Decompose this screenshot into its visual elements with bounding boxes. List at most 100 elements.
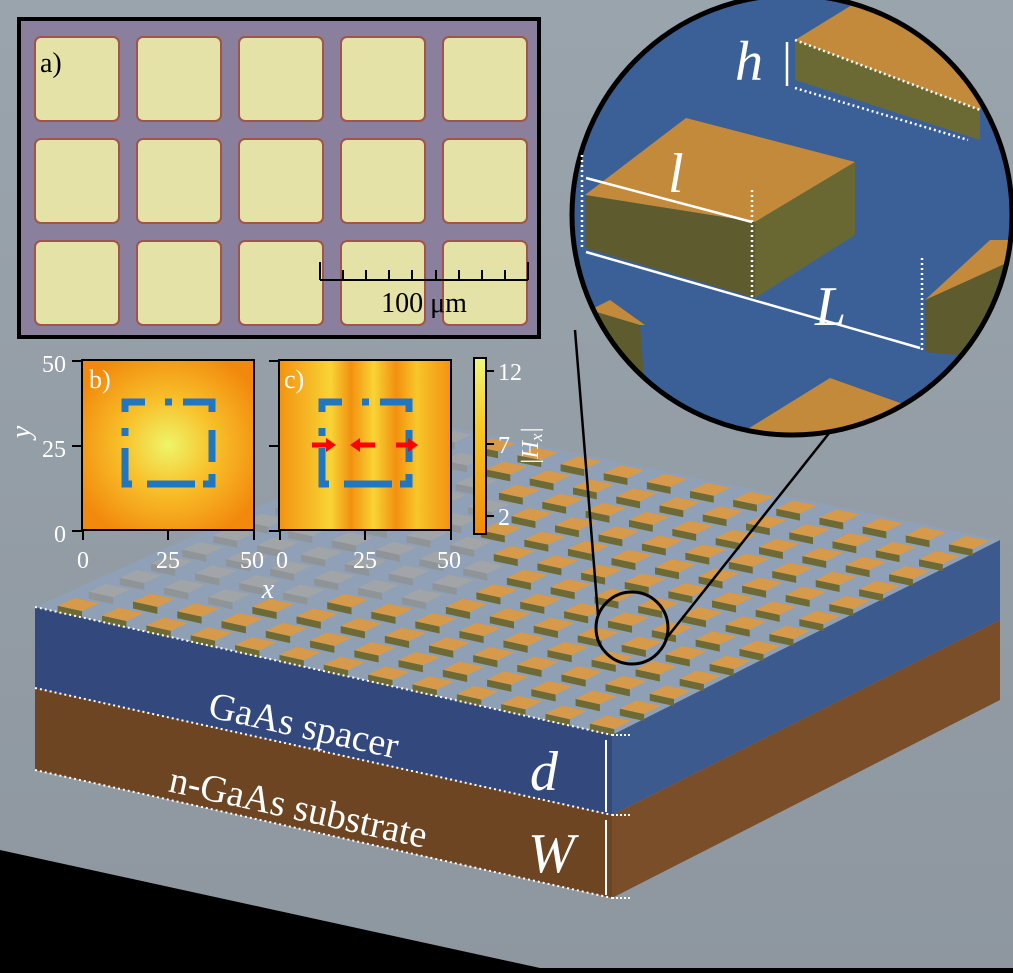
gold-patch-side [310, 640, 335, 653]
gold-patch [589, 715, 631, 730]
gold-patch-side [384, 635, 410, 649]
gold-patch [560, 456, 602, 470]
gold-patch-side [668, 591, 693, 604]
gold-patch-side [598, 534, 623, 547]
gold-patch [533, 617, 575, 632]
gold-patch [506, 569, 548, 583]
x-axis-label: x [261, 574, 275, 605]
gold-patch-side [560, 464, 585, 477]
connector-line [573, 329, 600, 616]
gold-patch-side [428, 645, 454, 658]
gold-patch [296, 608, 338, 622]
gold-patch [742, 577, 783, 591]
gold-patch-side [406, 535, 431, 548]
gold-patch [442, 661, 484, 676]
gold-patch [327, 594, 369, 608]
panel-b-label: b) [89, 365, 111, 394]
gold-patch [384, 627, 426, 642]
substrate-front-face [35, 688, 612, 898]
gold-patch-side [862, 526, 887, 539]
gold-patch [859, 580, 900, 595]
panel-a-micrograph: a) 100 μm [17, 17, 541, 339]
gold-patch [182, 541, 224, 555]
gold-patch [679, 670, 721, 685]
gold-patch-side [651, 630, 676, 643]
gold-patch-side [388, 573, 413, 586]
gold-patch [665, 646, 707, 660]
gold-patch-side [279, 654, 304, 668]
gold-patch-side [819, 517, 844, 530]
gold-patch-side [728, 561, 753, 574]
gold-patch-side [550, 587, 575, 600]
gold-patch-side [581, 572, 606, 585]
gold-patch-side [905, 535, 930, 548]
gold-patch-side [533, 625, 558, 639]
gold-patch [545, 705, 587, 720]
gold-patch [177, 603, 219, 617]
gold-patch-side [659, 505, 684, 518]
gold-patch-side [725, 624, 750, 637]
gold-patch-side [679, 678, 704, 692]
gold-patch [635, 661, 677, 675]
micrograph-square [340, 36, 426, 122]
gold-patch-side [493, 554, 518, 567]
gold-patch [419, 551, 461, 565]
gold-patch-side [545, 713, 570, 727]
gold-patch-side [646, 481, 671, 494]
gold-patch [769, 625, 810, 640]
gold-patch-side [621, 644, 646, 658]
gold-patch [57, 598, 100, 612]
gold-patch [624, 573, 666, 587]
y-tick: 0 [54, 522, 66, 548]
gold-patch [265, 622, 307, 637]
patch-outline-marker [121, 398, 216, 488]
height-h-label: h [735, 31, 763, 93]
gold-patch [755, 601, 797, 615]
micrograph-square [442, 138, 528, 224]
gold-patch-side [102, 615, 127, 628]
colorbar-label: |Hx| [518, 427, 546, 465]
gold-patch-side [252, 606, 277, 620]
gold-patch-side [918, 559, 943, 572]
gold-patch-side [354, 650, 379, 663]
gold-patch [529, 470, 571, 484]
spacer-side-face [612, 540, 1000, 815]
gold-patch [725, 616, 767, 630]
gold-patch-side [524, 539, 549, 552]
gold-patch-side [177, 611, 202, 624]
scale-bar-label: 100 μm [381, 288, 467, 319]
gold-patch [555, 517, 596, 531]
gold-patch [651, 621, 693, 636]
micrograph-square [136, 36, 222, 122]
gold-patch [195, 565, 237, 579]
gold-patch-side [672, 528, 697, 541]
micrograph-square [238, 138, 324, 224]
gold-patch [789, 524, 830, 538]
gold-patch [344, 556, 386, 570]
gold-patch [310, 632, 352, 646]
gold-patch [581, 564, 622, 578]
zoom-dimension-lines [580, 38, 981, 352]
gold-patch [487, 671, 528, 685]
y-axis-label: y [6, 425, 37, 441]
dimension-arrows [605, 734, 630, 899]
gold-patch [685, 544, 726, 558]
gold-patch-side [331, 540, 356, 553]
tick-labels: 50 25 0 0 25 50 0 25 50 x y [6, 352, 461, 605]
gold-patch [646, 474, 688, 487]
gold-patch-side [799, 619, 824, 632]
gold-patch-side [520, 601, 545, 614]
x-tick: 50 [437, 548, 461, 574]
micrograph-square [34, 36, 120, 122]
dotted-edge [34, 769, 613, 899]
gold-patch-side [288, 530, 313, 544]
gold-patch-side [665, 654, 690, 667]
gold-patch-side [314, 578, 339, 591]
gold-patch-side [948, 544, 973, 557]
gold-patch [415, 613, 457, 627]
gold-patch [463, 560, 505, 574]
gold-patch-side [542, 501, 567, 514]
gold-patch-side [486, 469, 511, 482]
x-tick: 0 [276, 548, 288, 574]
